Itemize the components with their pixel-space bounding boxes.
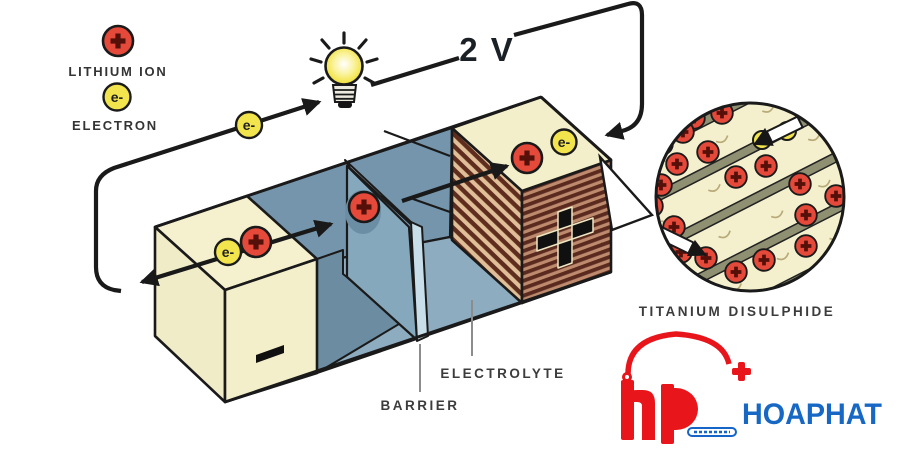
interior-edge-line <box>383 129 451 158</box>
titanium-disulphide-label: TITANIUM DISULPHIDE <box>639 304 836 319</box>
positive-terminal-plus <box>536 206 594 269</box>
slab-edge <box>656 158 844 291</box>
barrier-panel <box>344 159 429 342</box>
voltage-label: 2 V <box>459 31 515 68</box>
lithium-ion-icon <box>510 141 544 175</box>
ion-flow-arrow-to-cathode <box>401 162 510 203</box>
electron-icon: e- <box>550 128 578 156</box>
electron-symbol: e- <box>558 134 571 150</box>
barrier-label: BARRIER <box>380 398 459 413</box>
lithium-ion-icon <box>101 24 135 58</box>
electron-icon: e- <box>102 82 132 112</box>
hoaphat-logo: HOAPHAT <box>621 331 882 444</box>
electron-symbol: e- <box>111 89 124 105</box>
logo-monogram-hp <box>621 380 698 444</box>
lithium-ion-icon <box>347 190 381 224</box>
lithium-ion-icon <box>239 225 273 259</box>
legend: LITHIUM ION e- ELECTRON <box>68 24 167 133</box>
logo-cable-hook <box>622 372 632 382</box>
magnifier-wedge <box>598 153 655 232</box>
wire-bulb-to-voltage <box>370 55 460 88</box>
interior-edge-line <box>412 197 451 214</box>
intercalation-arrow <box>753 115 804 146</box>
bulb-contact-cap <box>338 101 352 108</box>
wire-left <box>93 98 322 294</box>
logo-cable-arc <box>625 331 732 375</box>
inset-circle-outline <box>654 101 846 293</box>
circuit-wires <box>93 1 645 294</box>
electron-on-wire-icon: e- <box>234 110 264 140</box>
electrolyte-label: ELECTROLYTE <box>440 366 565 381</box>
bulb-rays <box>309 31 379 85</box>
logo-plus-icon <box>732 362 751 381</box>
lithium-ion-label: LITHIUM ION <box>68 64 167 79</box>
electron-label: ELECTRON <box>72 118 158 133</box>
logo-wrench-banner <box>687 427 737 437</box>
box-back-top-edge <box>154 95 542 229</box>
electron-symbol: e- <box>222 244 235 260</box>
bulb-glass <box>324 46 364 86</box>
component-labels: ELECTROLYTE BARRIER TITANIUM DISULPHIDE <box>380 300 836 413</box>
slab-edge <box>656 117 844 274</box>
wire-voltage-to-cathode <box>513 1 645 140</box>
barrier-front-edge <box>410 221 429 342</box>
electron-symbol: e- <box>243 117 256 133</box>
electron-icon: e- <box>213 237 243 267</box>
negative-terminal-minus <box>256 345 284 363</box>
box-bottom-edge <box>224 270 612 404</box>
brand-name: HOAPHAT <box>742 398 882 431</box>
light-bulb <box>309 31 379 108</box>
box-right-top-edge <box>539 95 613 162</box>
